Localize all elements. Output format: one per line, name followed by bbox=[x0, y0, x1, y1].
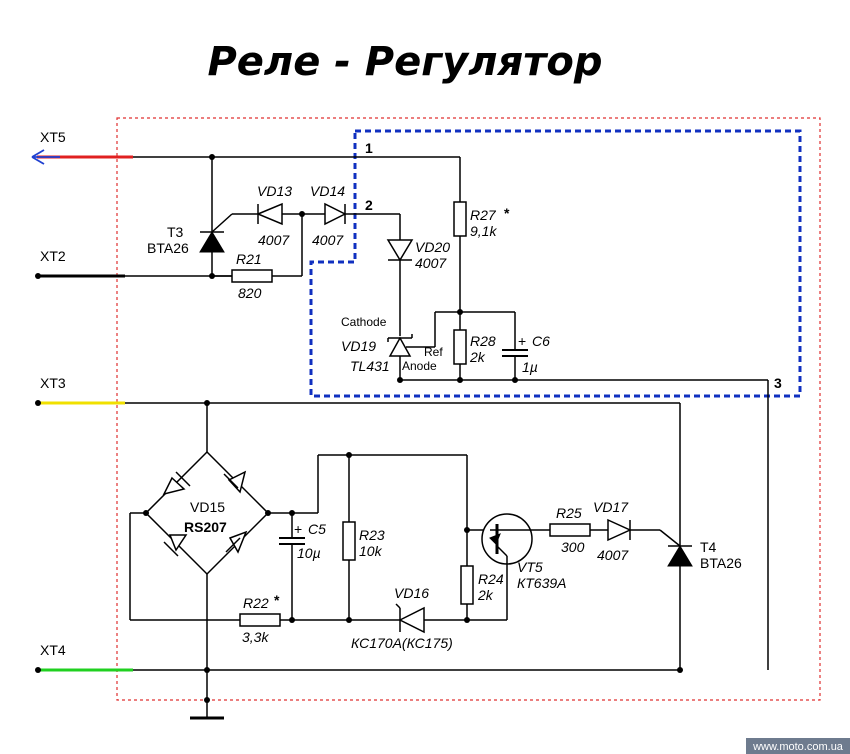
resistor-r21: R21 820 bbox=[212, 251, 302, 301]
board-outline bbox=[116, 117, 821, 701]
r27-star: * bbox=[504, 205, 510, 221]
c6-name: C6 bbox=[532, 333, 550, 349]
r25-name: R25 bbox=[556, 505, 582, 521]
diode-vd20: VD20 4007 bbox=[386, 214, 450, 336]
r23-name: R23 bbox=[359, 527, 385, 543]
resistor-r23: R23 10k bbox=[342, 455, 385, 620]
vd19-ref-label: Ref bbox=[424, 345, 443, 359]
thyristor-t4: T4 BTA26 bbox=[667, 403, 742, 670]
resistor-r28: R28 2k bbox=[453, 312, 496, 380]
xt5-label: XT5 bbox=[40, 129, 66, 145]
r21-value: 820 bbox=[238, 285, 262, 301]
diode-vd17: VD17 4007 bbox=[593, 499, 681, 563]
r25-value: 300 bbox=[561, 539, 585, 555]
t3-name: T3 bbox=[167, 224, 184, 240]
vd16-value: КС170А(КС175) bbox=[351, 635, 453, 651]
r27-name: R27 bbox=[470, 207, 497, 223]
t4-type: BTA26 bbox=[700, 555, 742, 571]
node-3-label: 3 bbox=[774, 375, 782, 391]
resistor-r25: R25 300 bbox=[525, 505, 608, 555]
c5-plus: + bbox=[294, 521, 302, 537]
c6-plus: + bbox=[518, 333, 526, 349]
bridge-rectifier-vd15: VD15 RS207 bbox=[129, 400, 271, 670]
capacitor-c5: + C5 10µ bbox=[279, 513, 326, 620]
vt5-name: VT5 bbox=[517, 559, 543, 575]
node-1-label: 1 bbox=[365, 140, 373, 156]
t3-type: BTA26 bbox=[147, 240, 189, 256]
c5-name: C5 bbox=[308, 521, 326, 537]
vt5-type: КТ639А bbox=[517, 575, 567, 591]
r24-name: R24 bbox=[478, 571, 504, 587]
vd19-name: VD19 bbox=[341, 338, 376, 354]
c6-value: 1µ bbox=[522, 359, 538, 375]
watermark: www.moto.com.ua bbox=[752, 741, 844, 753]
vd15-type: RS207 bbox=[184, 519, 227, 535]
vd14-name: VD14 bbox=[310, 183, 345, 199]
resistor-r22: R22 * 3,3k bbox=[239, 592, 400, 645]
vd17-name: VD17 bbox=[593, 499, 629, 515]
connector-xt2: XT2 bbox=[35, 248, 125, 279]
vd19-type: TL431 bbox=[350, 358, 390, 374]
vd19-anode-label: Anode bbox=[402, 359, 437, 373]
diode-vd13: VD13 4007 bbox=[256, 183, 325, 248]
thyristor-t3: T3 BTA26 bbox=[147, 157, 233, 276]
resistor-r27: R27 * 9,1k bbox=[453, 157, 510, 312]
r28-name: R28 bbox=[470, 333, 496, 349]
vd19-cathode-label: Cathode bbox=[341, 315, 387, 329]
xt2-label: XT2 bbox=[40, 248, 66, 264]
diode-vd14: VD14 4007 bbox=[310, 183, 400, 248]
t4-name: T4 bbox=[700, 539, 717, 555]
node-2-label: 2 bbox=[365, 197, 373, 213]
r22-star: * bbox=[274, 592, 280, 608]
connector-xt4: XT4 bbox=[35, 642, 133, 673]
r27-value: 9,1k bbox=[470, 223, 497, 239]
watermark-bg bbox=[746, 738, 850, 754]
vd14-value: 4007 bbox=[312, 232, 344, 248]
vd16-name: VD16 bbox=[394, 585, 429, 601]
control-block-outline bbox=[309, 129, 802, 398]
connector-xt5: XT5 bbox=[31, 129, 133, 165]
ground-symbol bbox=[190, 670, 224, 720]
resistor-r24: R24 2k bbox=[460, 530, 504, 620]
r22-name: R22 bbox=[243, 595, 269, 611]
transistor-vt5: VT5 КТ639А bbox=[481, 513, 567, 620]
xt4-label: XT4 bbox=[40, 642, 66, 658]
r22-value: 3,3k bbox=[242, 629, 269, 645]
xt3-label: XT3 bbox=[40, 375, 66, 391]
connector-xt3: XT3 bbox=[35, 375, 125, 406]
r24-value: 2k bbox=[477, 587, 494, 603]
zener-diode-vd16: VD16 КС170А(КС175) bbox=[351, 585, 507, 651]
shunt-regulator-vd19: Cathode VD19 TL431 Ref Anode bbox=[341, 311, 515, 380]
vd20-name: VD20 bbox=[415, 239, 450, 255]
r21-name: R21 bbox=[236, 251, 262, 267]
capacitor-c6: + C6 1µ bbox=[502, 312, 550, 380]
c5-value: 10µ bbox=[297, 545, 321, 561]
vd20-value: 4007 bbox=[415, 255, 447, 271]
r28-value: 2k bbox=[469, 349, 486, 365]
r23-value: 10k bbox=[359, 543, 383, 559]
vd13-name: VD13 bbox=[257, 183, 292, 199]
diagram-title: Реле - Регулятор bbox=[207, 39, 602, 85]
vd13-value: 4007 bbox=[258, 232, 290, 248]
vd17-value: 4007 bbox=[597, 547, 629, 563]
vd15-name: VD15 bbox=[190, 499, 225, 515]
